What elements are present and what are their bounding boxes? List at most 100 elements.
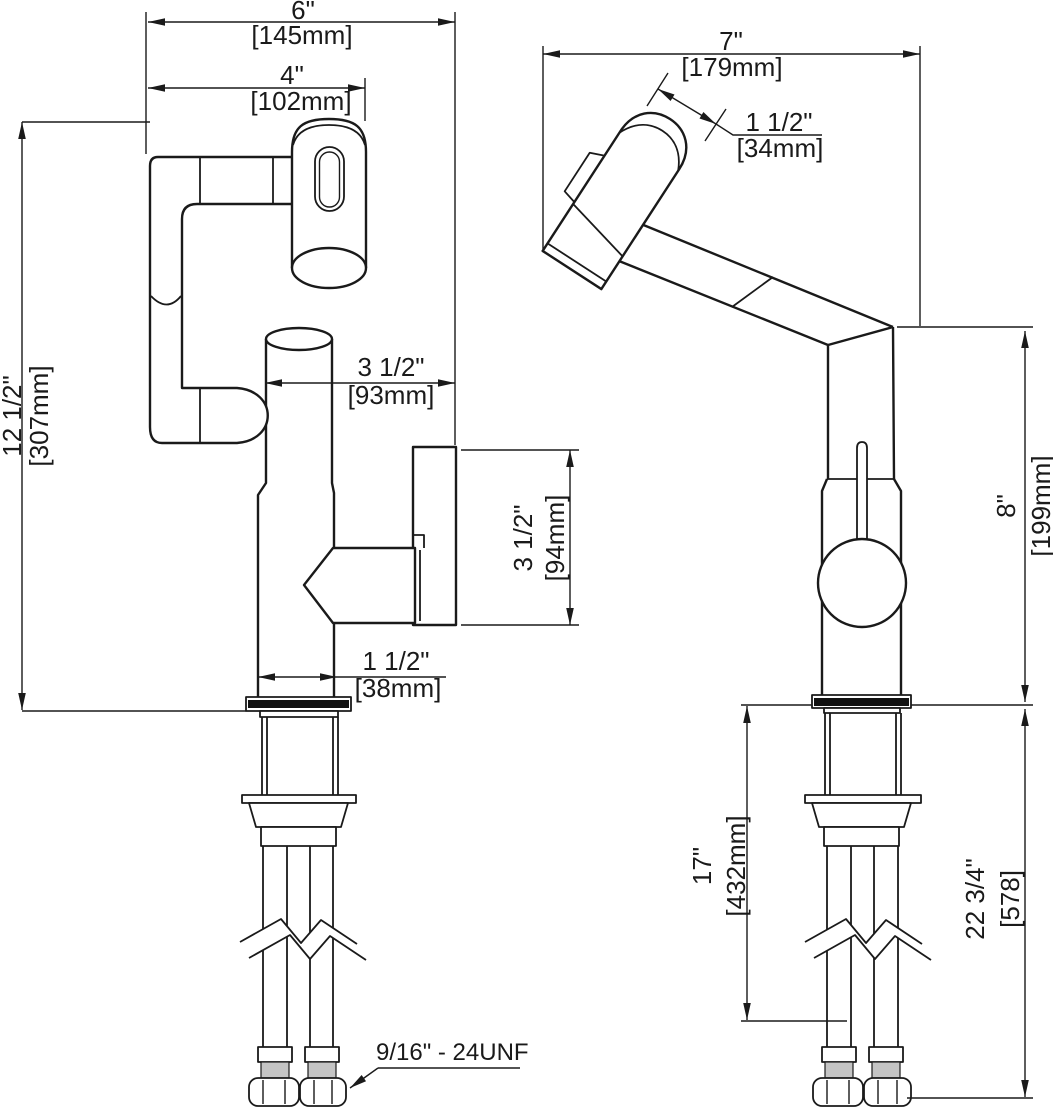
dim-ext-lines: [461, 449, 579, 626]
hose-hex-nut-1: [248, 1077, 300, 1107]
spray-slot-inner: [318, 151, 341, 208]
spout-arm: [148, 155, 295, 445]
knob-notch: [413, 534, 425, 548]
dim-label-inch: 8": [991, 494, 1021, 518]
washer-plate: [241, 794, 357, 804]
arm-lower-edge: [618, 259, 829, 347]
dim-spout-to-handle: 3 1/2" [93mm]: [265, 352, 455, 410]
spray-head-outline: [290, 117, 368, 268]
spray-head-nozzle: [290, 246, 368, 290]
dim-label-mm: [102mm]: [250, 86, 351, 116]
head-face-seam: [547, 242, 607, 283]
flange-lip: [259, 710, 339, 718]
flange-lip-side: [823, 707, 901, 714]
dim-upper-arm-width: 4" [102mm]: [148, 60, 366, 121]
arm-seam: [731, 276, 774, 308]
dim-ext-lines: [542, 46, 921, 326]
mounting-nut-body: [260, 826, 337, 847]
dim-below-deck-total: 22 3/4" [578]: [907, 709, 1033, 1099]
column-lower-edges: [820, 478, 903, 695]
handle-ball: [816, 537, 908, 629]
hex-facets-4: [877, 1080, 898, 1104]
spray-head-side: [541, 111, 688, 291]
column-top-cap: [264, 326, 334, 352]
hose-crimp-4: [871, 1061, 901, 1079]
angled-spout-arm: [618, 222, 894, 347]
dim-spout-width: 6" [145mm]: [145, 0, 456, 445]
column-right-edge: [330, 339, 336, 698]
side-view: [541, 111, 932, 1107]
spout-arm-outline: [148, 155, 295, 445]
dim-label-mm: [145mm]: [251, 20, 352, 50]
column-upper-edges: [826, 326, 896, 480]
spray-slot-outer: [314, 146, 345, 212]
pipe-break-symbol: [239, 918, 367, 961]
dim-label-mm: [179mm]: [681, 52, 782, 82]
dim-handle-height: 3 1/2" [94mm]: [461, 449, 579, 626]
base-flange-side-dark: [814, 698, 909, 706]
thread-label: 9/16" - 24UNF: [376, 1039, 529, 1066]
mounting-shank-side: [824, 713, 902, 795]
dim-side-depth: 7" [179mm]: [542, 26, 921, 326]
handle-joint-pentagon: [302, 546, 417, 625]
break-zigzag-bottom: [248, 934, 367, 961]
spray-head-front: [290, 117, 368, 290]
dim-label-mm: [94mm]: [540, 495, 570, 582]
mounting-nut-body-side: [823, 826, 900, 847]
front-view: [148, 117, 458, 1107]
hose-crimp-3: [824, 1061, 854, 1079]
dim-label-inch: 3 1/2": [508, 504, 538, 571]
dim-head-diameter: 1 1/2" [34mm]: [646, 72, 824, 163]
base-and-shank-side: [804, 694, 932, 1107]
handle-knob: [302, 445, 458, 627]
head-outline: [541, 111, 688, 291]
dim-label-inch: 3 1/2": [357, 352, 424, 382]
supply-hoses: [262, 846, 334, 1047]
supply-hoses-side: [826, 846, 899, 1047]
dim-base-width: 1 1/2" [38mm]: [258, 646, 446, 703]
hose-hex-nut-4: [863, 1077, 912, 1107]
hex-facets-3: [826, 1080, 850, 1104]
hose-collar-2: [304, 1046, 340, 1063]
hose-collar-4: [868, 1046, 904, 1063]
dim-label-mm: [34mm]: [737, 133, 824, 163]
mounting-nut-top-side: [811, 802, 912, 828]
dim-label-mm: [38mm]: [355, 673, 442, 703]
hose-crimp-2: [307, 1061, 337, 1079]
dim-label-inch: 17": [687, 847, 717, 885]
dim-label-mm: [93mm]: [348, 380, 435, 410]
base-and-shank-front: [239, 696, 367, 1107]
hose-crimp-1: [260, 1061, 290, 1079]
dim-line: [657, 88, 717, 125]
head-mid-seam: [572, 203, 624, 257]
head-cap-seam: [618, 123, 680, 171]
column-left-edge: [256, 339, 268, 698]
dim-label-mm: [432mm]: [721, 815, 751, 916]
dim-body-height: 8" [199mm]: [897, 326, 1053, 702]
hose-hex-nut-3: [812, 1077, 864, 1107]
dim-ext-ticks: [646, 72, 727, 142]
hose-collar-1: [257, 1046, 293, 1063]
dim-ext-lines: [145, 12, 456, 445]
dim-label-inch: 6": [291, 0, 315, 25]
dim-label-inch: 22 3/4": [960, 858, 990, 940]
thread-callout: 9/16" - 24UNF: [349, 1039, 529, 1089]
arm-seam-curve: [150, 295, 182, 306]
hose-hex-nut-2: [299, 1077, 347, 1107]
dim-label-mm: [199mm]: [1026, 455, 1053, 556]
mounting-nut-top: [248, 802, 349, 828]
handle-lever: [856, 441, 868, 540]
hex-facets-2: [313, 1080, 333, 1104]
thread-leader-arrow: [349, 1067, 379, 1089]
dim-label-inch: 1 1/2": [745, 107, 812, 137]
dim-label-inch: 7": [719, 26, 743, 56]
break-zigzag-top: [239, 918, 358, 945]
dim-hose-drop: 17" [432mm]: [687, 706, 847, 1022]
dim-label-mm: [578]: [995, 870, 1025, 928]
washer-plate-side: [804, 794, 922, 804]
body-column-side: [816, 326, 908, 695]
dim-leader: [715, 123, 822, 136]
